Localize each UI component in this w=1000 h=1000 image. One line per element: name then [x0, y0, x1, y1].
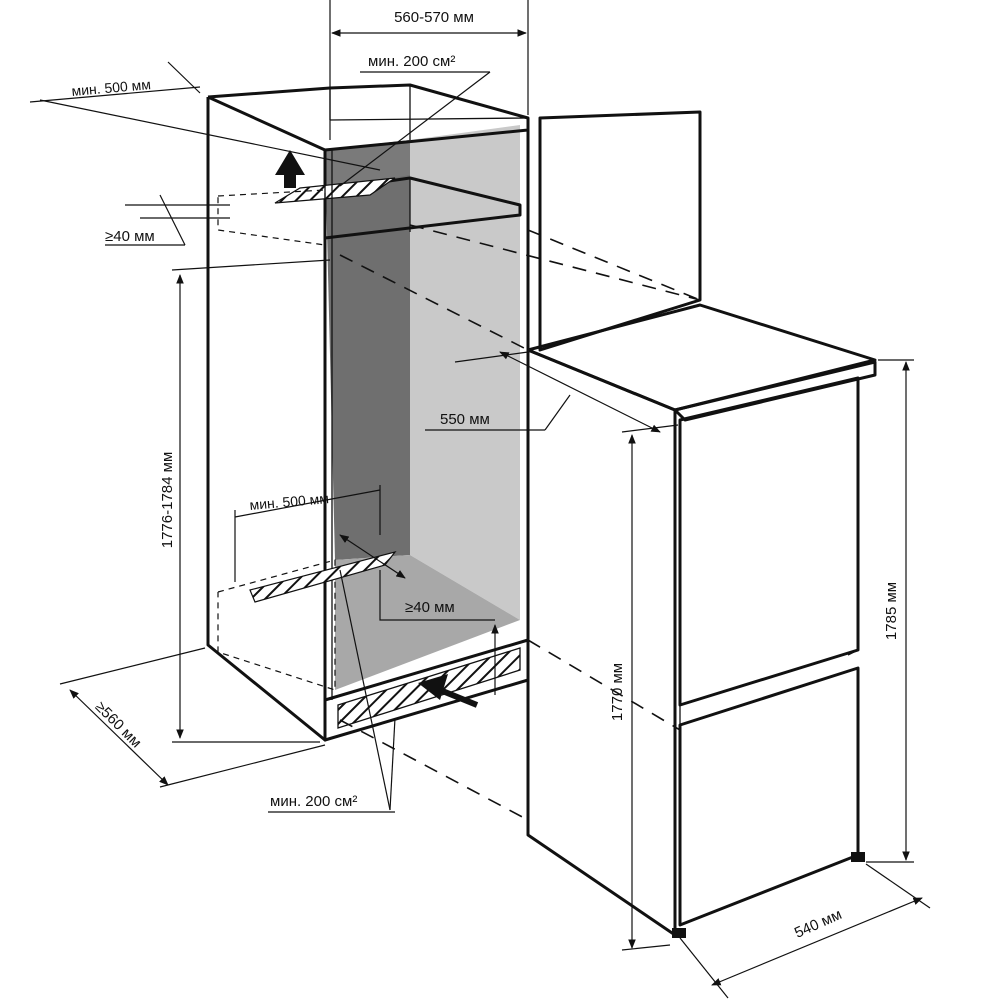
label-inner-depth: мин. 500 мм — [249, 490, 330, 513]
label-bottom-gap: ≥40 мм — [405, 599, 455, 616]
label-niche-height: 1776-1784 мм — [159, 452, 176, 549]
dim-niche-width: 560-570 мм — [329, 0, 529, 140]
arrow-diagonal-icon — [418, 674, 479, 708]
fridge — [526, 303, 877, 938]
dim-niche-height: 1776-1784 мм — [159, 259, 331, 743]
fridge-lower-door — [678, 666, 860, 927]
dim-inner-depth: мин. 500 мм — [234, 485, 381, 582]
dim-fridge-height-body: 1770 мм — [609, 424, 679, 951]
dim-bottom-gap: ≥40 мм — [339, 534, 499, 695]
niche-floor — [335, 555, 520, 690]
niche-door — [538, 110, 702, 352]
dim-top-gap: ≥40 мм — [105, 194, 230, 246]
niche-right-wall — [410, 125, 520, 620]
fridge-top-lip — [673, 360, 877, 422]
dim-niche-depth: ≥560 мм — [59, 647, 326, 788]
fridge-foot-left — [672, 928, 686, 938]
label-fridge-depth-offset: 550 мм — [440, 411, 490, 428]
dim-fridge-height-total: 1785 мм — [866, 359, 914, 863]
hidden-lines — [217, 189, 701, 821]
dim-top-depth: мин. 500 мм — [29, 61, 381, 171]
label-niche-depth: ≥560 мм — [92, 698, 145, 751]
dim-fridge-depth-offset: 550 мм — [425, 351, 661, 433]
dim-bottom-vent-area: мин. 200 см² — [268, 569, 396, 813]
arrow-up-icon — [275, 150, 305, 188]
label-top-gap: ≥40 мм — [105, 228, 155, 245]
fridge-upper-door — [678, 376, 860, 707]
label-top-vent-area: мин. 200 см² — [368, 53, 455, 70]
label-fridge-depth: 540 мм — [792, 906, 844, 942]
top-frame — [207, 83, 530, 152]
dim-top-vent-area: мин. 200 см² — [339, 53, 491, 187]
fridge-side — [526, 348, 677, 937]
niche-back-wall — [325, 140, 410, 560]
label-fridge-height-total: 1785 мм — [883, 582, 900, 640]
label-bottom-vent-area: мин. 200 см² — [270, 793, 357, 810]
fridge-top — [526, 303, 877, 412]
label-fridge-height-body: 1770 мм — [609, 663, 626, 721]
label-top-depth: мин. 500 мм — [71, 76, 152, 99]
label-niche-width: 560-570 мм — [394, 9, 474, 26]
dim-fridge-depth: 540 мм — [679, 863, 931, 999]
fridge-foot-right — [851, 852, 865, 862]
top-vent-opening — [274, 177, 396, 204]
door-gap-r — [847, 649, 859, 656]
